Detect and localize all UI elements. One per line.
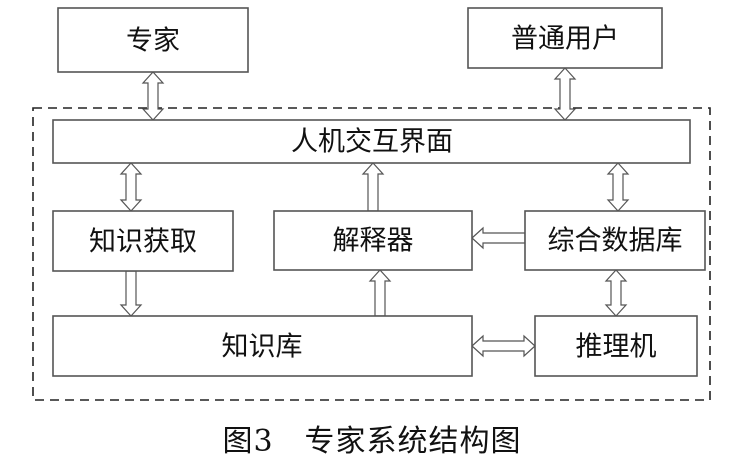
box-expert: 专家 bbox=[57, 7, 249, 73]
figure-caption: 图3 专家系统结构图 bbox=[222, 424, 522, 459]
box-knowledge-base-label: 知识库 bbox=[222, 332, 303, 363]
box-explainer-label: 解释器 bbox=[333, 226, 414, 257]
arrow-database-to-explainer bbox=[471, 226, 526, 250]
box-knowledge-base: 知识库 bbox=[52, 315, 473, 377]
system-boundary bbox=[32, 107, 711, 401]
arrow-knowledge-base-inference bbox=[471, 334, 536, 358]
box-interface: 人机交互界面 bbox=[52, 119, 691, 164]
arrow-user-interface bbox=[553, 67, 577, 121]
box-acquisition-label: 知识获取 bbox=[89, 227, 197, 258]
box-database-label: 综合数据库 bbox=[548, 226, 683, 257]
box-expert-label: 专家 bbox=[126, 26, 180, 57]
arrow-explainer-to-interface bbox=[361, 162, 385, 212]
box-inference: 推理机 bbox=[534, 315, 698, 377]
arrow-interface-database bbox=[606, 162, 630, 212]
box-user-label: 普通用户 bbox=[511, 24, 619, 55]
box-interface-label: 人机交互界面 bbox=[291, 127, 453, 158]
arrow-database-inference bbox=[604, 269, 628, 317]
box-explainer: 解释器 bbox=[273, 210, 473, 271]
box-database: 综合数据库 bbox=[524, 210, 706, 271]
box-inference-label: 推理机 bbox=[576, 332, 657, 363]
box-user: 普通用户 bbox=[467, 7, 663, 69]
arrow-knowledge-base-to-explainer bbox=[368, 269, 392, 317]
box-acquisition: 知识获取 bbox=[52, 210, 234, 272]
arrow-acquisition-to-knowledge-base bbox=[119, 270, 143, 317]
arrow-interface-acquisition bbox=[119, 162, 143, 212]
arrow-expert-interface bbox=[141, 71, 165, 121]
